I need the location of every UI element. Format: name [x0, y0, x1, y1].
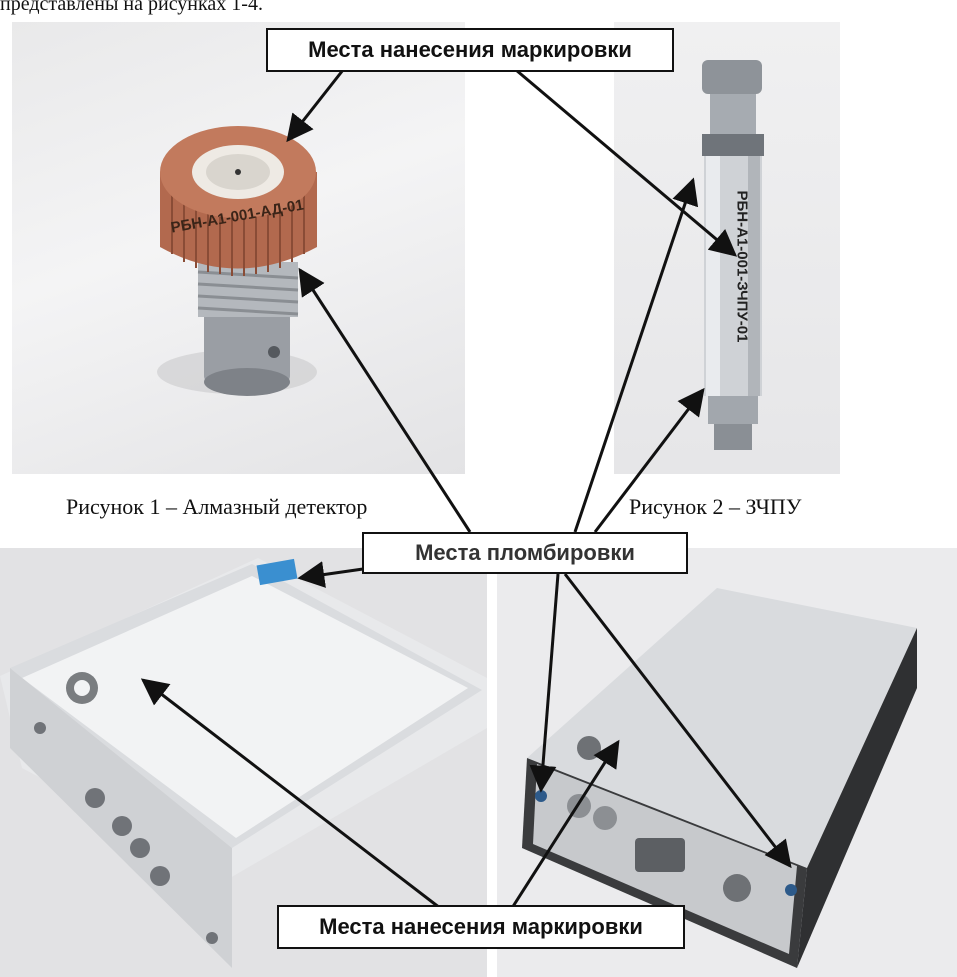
label-sealing: Места пломбировки: [362, 532, 688, 574]
photo-diamond-detector: РБН-А1-001-АД-01: [12, 22, 465, 474]
zchpu-engraving: РБН-А1-001-ЗЧПУ-01: [733, 190, 751, 343]
label-marking-top: Места нанесения маркировки: [266, 28, 674, 72]
caption-figure-1: Рисунок 1 – Алмазный детектор: [66, 494, 368, 519]
photo-zchpu: РБН-А1-001-ЗЧПУ-01: [614, 22, 840, 474]
label-marking-bottom: Места нанесения маркировки: [277, 905, 685, 949]
intro-text: представлены на рисунках 1-4.: [0, 0, 263, 15]
caption-figure-2: Рисунок 2 – ЗЧПУ: [629, 494, 802, 519]
